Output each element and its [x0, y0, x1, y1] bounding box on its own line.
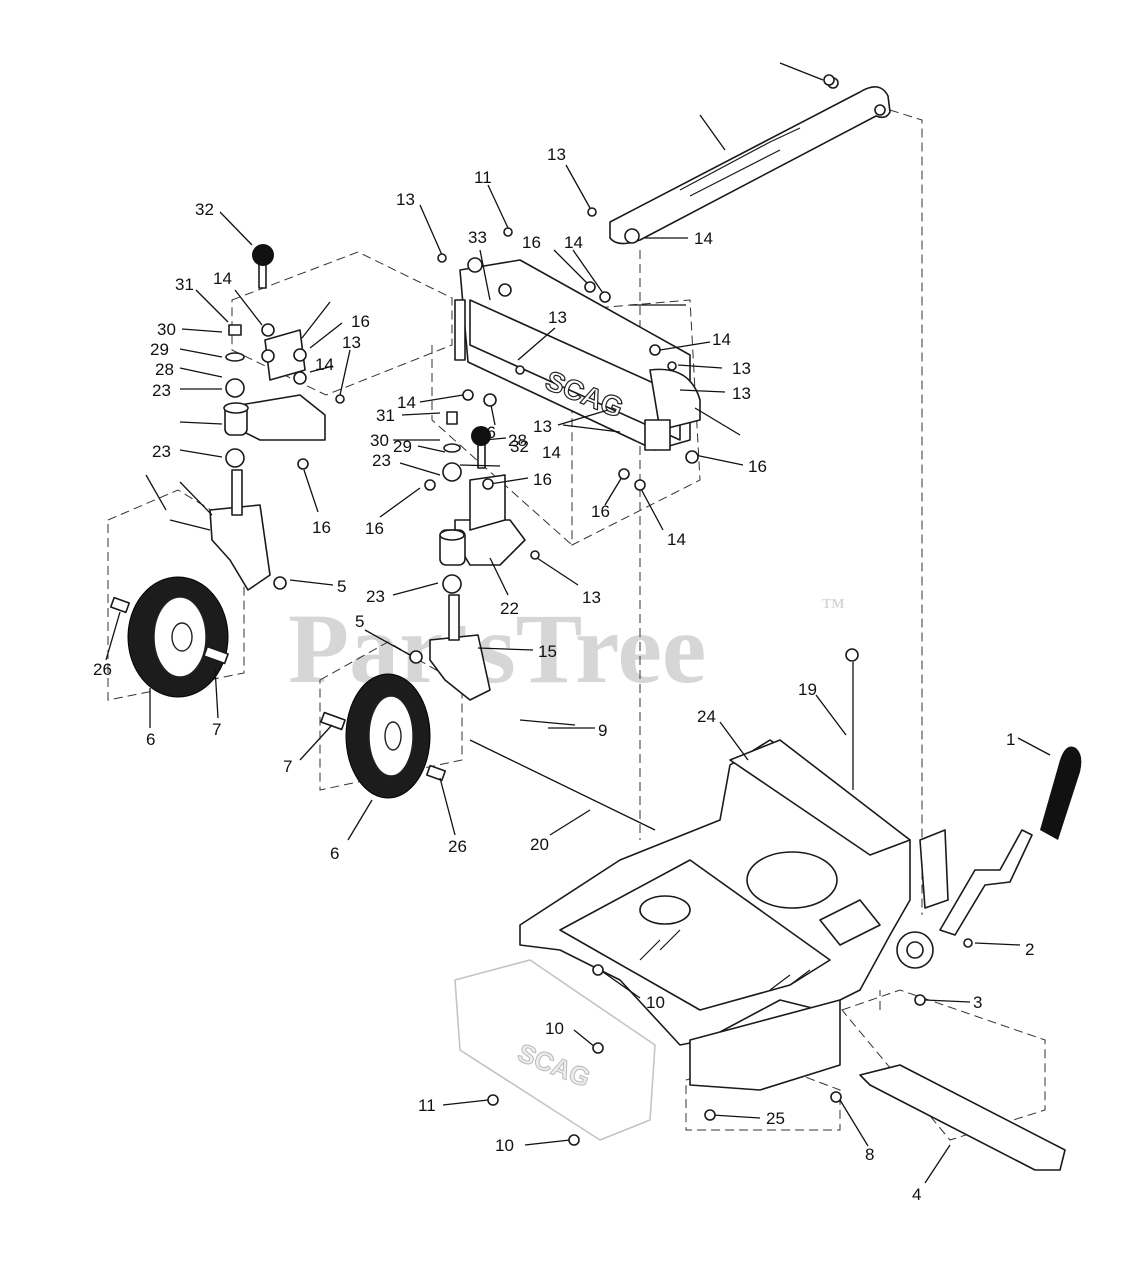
- leader-lines: [105, 62, 1051, 1184]
- callout-30: 30: [370, 431, 389, 450]
- callout-10: 10: [646, 993, 665, 1012]
- callout-14: 14: [315, 355, 334, 374]
- callout-14: 14: [694, 229, 713, 248]
- callout-19: 19: [798, 680, 817, 699]
- lift-arm: [609, 77, 891, 245]
- callout-13: 13: [547, 145, 566, 164]
- callout-7: 7: [283, 757, 292, 776]
- callout-16: 16: [365, 519, 384, 538]
- callout-23: 23: [372, 451, 391, 470]
- callout-8: 8: [865, 1145, 874, 1164]
- callout-23: 23: [152, 381, 171, 400]
- callout-28: 28: [508, 431, 527, 450]
- callout-32: 32: [510, 437, 529, 456]
- callout-16: 16: [522, 233, 541, 252]
- left-caster-assembly: [209, 323, 326, 591]
- callout-10: 10: [545, 1019, 564, 1038]
- callout-13: 13: [533, 417, 552, 436]
- handle-knob-left: [252, 244, 274, 289]
- callout-labels: 1 2 3 4 5 5 6 6 7 7 8 9 10 10 10 11 11 1…: [93, 145, 1034, 1204]
- hardware-fasteners: [273, 74, 973, 1146]
- callout-5: 5: [355, 612, 364, 631]
- callout-24: 24: [697, 707, 716, 726]
- callout-9: 9: [598, 721, 607, 740]
- callout-14: 14: [213, 269, 232, 288]
- faded-bracket: SCAG: [454, 959, 656, 1141]
- callout-23: 23: [152, 442, 171, 461]
- callout-33: 33: [468, 228, 487, 247]
- callout-30: 30: [157, 320, 176, 339]
- callout-16: 16: [533, 470, 552, 489]
- callout-16: 16: [351, 312, 370, 331]
- height-adjust-handle: [896, 746, 1082, 969]
- rods-and-bolts: [169, 519, 859, 831]
- callout-6: 6: [330, 844, 339, 863]
- callout-22: 22: [500, 599, 519, 618]
- callout-11: 11: [474, 168, 492, 187]
- callout-31: 31: [175, 275, 194, 294]
- callout-20: 20: [530, 835, 549, 854]
- right-wheel: [320, 673, 447, 799]
- callout-13: 13: [396, 190, 415, 209]
- handle-knob-right: [471, 426, 491, 469]
- callout-14: 14: [542, 443, 561, 462]
- callout-16: 16: [748, 457, 767, 476]
- callout-31: 31: [376, 406, 395, 425]
- callout-13: 13: [732, 359, 751, 378]
- callout-14: 14: [564, 233, 583, 252]
- callout-14: 14: [667, 530, 686, 549]
- callout-11: 11: [418, 1096, 436, 1115]
- callout-32: 32: [195, 200, 214, 219]
- discharge-chute: [859, 1064, 1066, 1171]
- callout-29: 29: [150, 340, 169, 359]
- callout-5: 5: [337, 577, 346, 596]
- callout-10: 10: [495, 1136, 514, 1155]
- callout-13: 13: [342, 333, 361, 352]
- callout-25: 25: [766, 1109, 785, 1128]
- callout-6: 6: [146, 730, 155, 749]
- callout-3: 3: [973, 993, 982, 1012]
- right-caster-assembly: [429, 411, 526, 701]
- callout-23: 23: [366, 587, 385, 606]
- callout-14: 14: [397, 393, 416, 412]
- callout-16: 16: [477, 423, 496, 442]
- callout-29: 29: [393, 437, 412, 456]
- callout-28: 28: [155, 360, 174, 379]
- callout-2: 2: [1025, 940, 1034, 959]
- callout-4: 4: [912, 1185, 921, 1204]
- callout-26: 26: [448, 837, 467, 856]
- front-axle-bracket: SCAG: [454, 257, 701, 451]
- callout-26: 26: [93, 660, 112, 679]
- watermark-trademark: TM: [822, 597, 845, 612]
- callout-16: 16: [312, 518, 331, 537]
- callout-1: 1: [1006, 730, 1015, 749]
- callout-13: 13: [548, 308, 567, 327]
- callout-14: 14: [712, 330, 731, 349]
- callout-13: 13: [582, 588, 601, 607]
- callout-7: 7: [212, 720, 221, 739]
- mower-deck: [519, 739, 911, 1091]
- left-wheel: [109, 576, 229, 698]
- callout-13: 13: [732, 384, 751, 403]
- callout-16: 16: [591, 502, 610, 521]
- callout-15: 15: [538, 642, 557, 661]
